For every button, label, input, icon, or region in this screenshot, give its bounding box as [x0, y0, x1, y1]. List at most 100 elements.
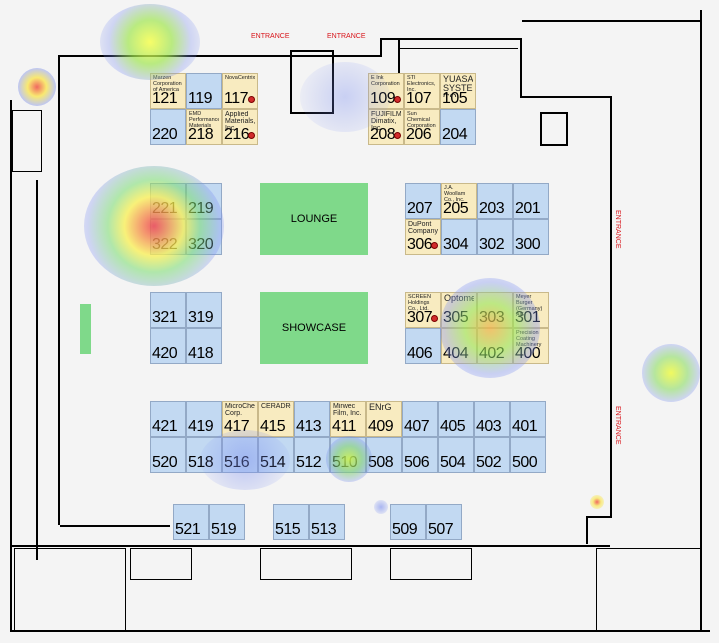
booth-119[interactable]: 119: [186, 73, 222, 109]
booth-number: 404: [443, 345, 469, 362]
showcase-area[interactable]: SHOWCASE: [260, 292, 368, 364]
booth-208[interactable]: FUJIFILM Dimatix, Inc.208: [368, 109, 404, 145]
booth-504[interactable]: 504: [438, 437, 474, 473]
booth-319[interactable]: 319: [186, 292, 222, 328]
booth-216[interactable]: Applied Materials, Inc.216: [222, 109, 258, 145]
booth-company-label: FUJIFILM Dimatix, Inc.: [371, 111, 401, 132]
booth-407[interactable]: 407: [402, 401, 438, 437]
booth-512[interactable]: 512: [294, 437, 330, 473]
booth-402[interactable]: 402: [477, 328, 513, 364]
wall: [290, 50, 334, 114]
booth-company-label: MicroChem Corp.: [225, 403, 255, 417]
booth-516[interactable]: 516: [222, 437, 258, 473]
wall: [10, 545, 610, 547]
entrance-label: ENTRANCE: [251, 33, 290, 40]
booth-514[interactable]: 514: [258, 437, 294, 473]
booth-506[interactable]: 506: [402, 437, 438, 473]
booth-322[interactable]: 322: [150, 219, 186, 255]
booth-321[interactable]: 321: [150, 292, 186, 328]
booth-508[interactable]: 508: [366, 437, 402, 473]
booth-number: 418: [188, 345, 214, 362]
booth-510[interactable]: 510: [330, 437, 366, 473]
booth-520[interactable]: 520: [150, 437, 186, 473]
booth-513[interactable]: 513: [309, 504, 345, 540]
booth-number: 507: [428, 521, 454, 538]
lounge-area[interactable]: LOUNGE: [260, 183, 368, 255]
booth-number: 400: [515, 345, 541, 362]
booth-502[interactable]: 502: [474, 437, 510, 473]
booth-417[interactable]: MicroChem Corp.417: [222, 401, 258, 437]
booth-201[interactable]: 201: [513, 183, 549, 219]
booth-302[interactable]: 302: [477, 219, 513, 255]
booth-418[interactable]: 418: [186, 328, 222, 364]
booth-411[interactable]: Mirwec Film, Inc.411: [330, 401, 366, 437]
booth-number: 302: [479, 236, 505, 253]
booth-500[interactable]: 500: [510, 437, 546, 473]
booth-413[interactable]: 413: [294, 401, 330, 437]
booth-company-label: EMD Performance Materials: [189, 111, 219, 129]
booth-number: 509: [392, 521, 418, 538]
booth-219[interactable]: 219: [186, 183, 222, 219]
booth-number: 508: [368, 454, 394, 471]
booth-number: 304: [443, 236, 469, 253]
booth-420[interactable]: 420: [150, 328, 186, 364]
wall: [586, 516, 612, 518]
booth-company-label: J.A. Woollam Co., Inc.: [444, 185, 466, 203]
booth-415[interactable]: CERADROP415: [258, 401, 294, 437]
booth-401[interactable]: 401: [510, 401, 546, 437]
booth-406[interactable]: 406: [405, 328, 441, 364]
booth-204[interactable]: 204: [440, 109, 476, 145]
booth-518[interactable]: 518: [186, 437, 222, 473]
booth-405[interactable]: 405: [438, 401, 474, 437]
booth-205[interactable]: J.A. Woollam Co., Inc.205: [441, 183, 477, 219]
booth-number: 109: [370, 90, 396, 107]
booth-company-label: Applied Materials, Inc.: [225, 111, 255, 132]
booth-203[interactable]: 203: [477, 183, 513, 219]
booth-207[interactable]: 207: [405, 183, 441, 219]
booth-number: 208: [370, 126, 396, 143]
booth-number: 201: [515, 200, 541, 217]
booth-403[interactable]: 403: [474, 401, 510, 437]
booth-number: 506: [404, 454, 430, 471]
booth-300[interactable]: 300: [513, 219, 549, 255]
booth-419[interactable]: 419: [186, 401, 222, 437]
booth-107[interactable]: STI Electronics, Inc.107: [404, 73, 440, 109]
booth-521[interactable]: 521: [173, 504, 209, 540]
booth-company-label: DuPont Company: [408, 221, 438, 235]
booth-303[interactable]: 303: [477, 292, 513, 328]
booth-number: 107: [406, 90, 432, 107]
booth-304[interactable]: 304: [441, 219, 477, 255]
booth-507[interactable]: 507: [426, 504, 462, 540]
booth-221[interactable]: 221: [150, 183, 186, 219]
wall: [14, 548, 126, 632]
booth-company-label: YUASA SYSTEM CO., LTD.: [443, 75, 473, 97]
booth-515[interactable]: 515: [273, 504, 309, 540]
booth-220[interactable]: 220: [150, 109, 186, 145]
booth-421[interactable]: 421: [150, 401, 186, 437]
booth-305[interactable]: Optomec305: [441, 292, 477, 328]
booth-509[interactable]: 509: [390, 504, 426, 540]
booth-number: 204: [442, 126, 468, 143]
booth-519[interactable]: 519: [209, 504, 245, 540]
booth-number: 219: [188, 200, 214, 217]
booth-company-label: SCREEN Holdings Co., Ltd.: [408, 294, 431, 312]
booth-404[interactable]: 404: [441, 328, 477, 364]
booth-320[interactable]: 320: [186, 219, 222, 255]
wall: [12, 110, 42, 172]
booth-105[interactable]: YUASA SYSTEM CO., LTD.105: [440, 73, 476, 109]
heatmap-spot: [18, 68, 56, 106]
booth-number: 415: [260, 418, 286, 435]
wall: [380, 38, 522, 40]
wall: [380, 38, 382, 57]
booth-307[interactable]: SCREEN Holdings Co., Ltd.307: [405, 292, 441, 328]
